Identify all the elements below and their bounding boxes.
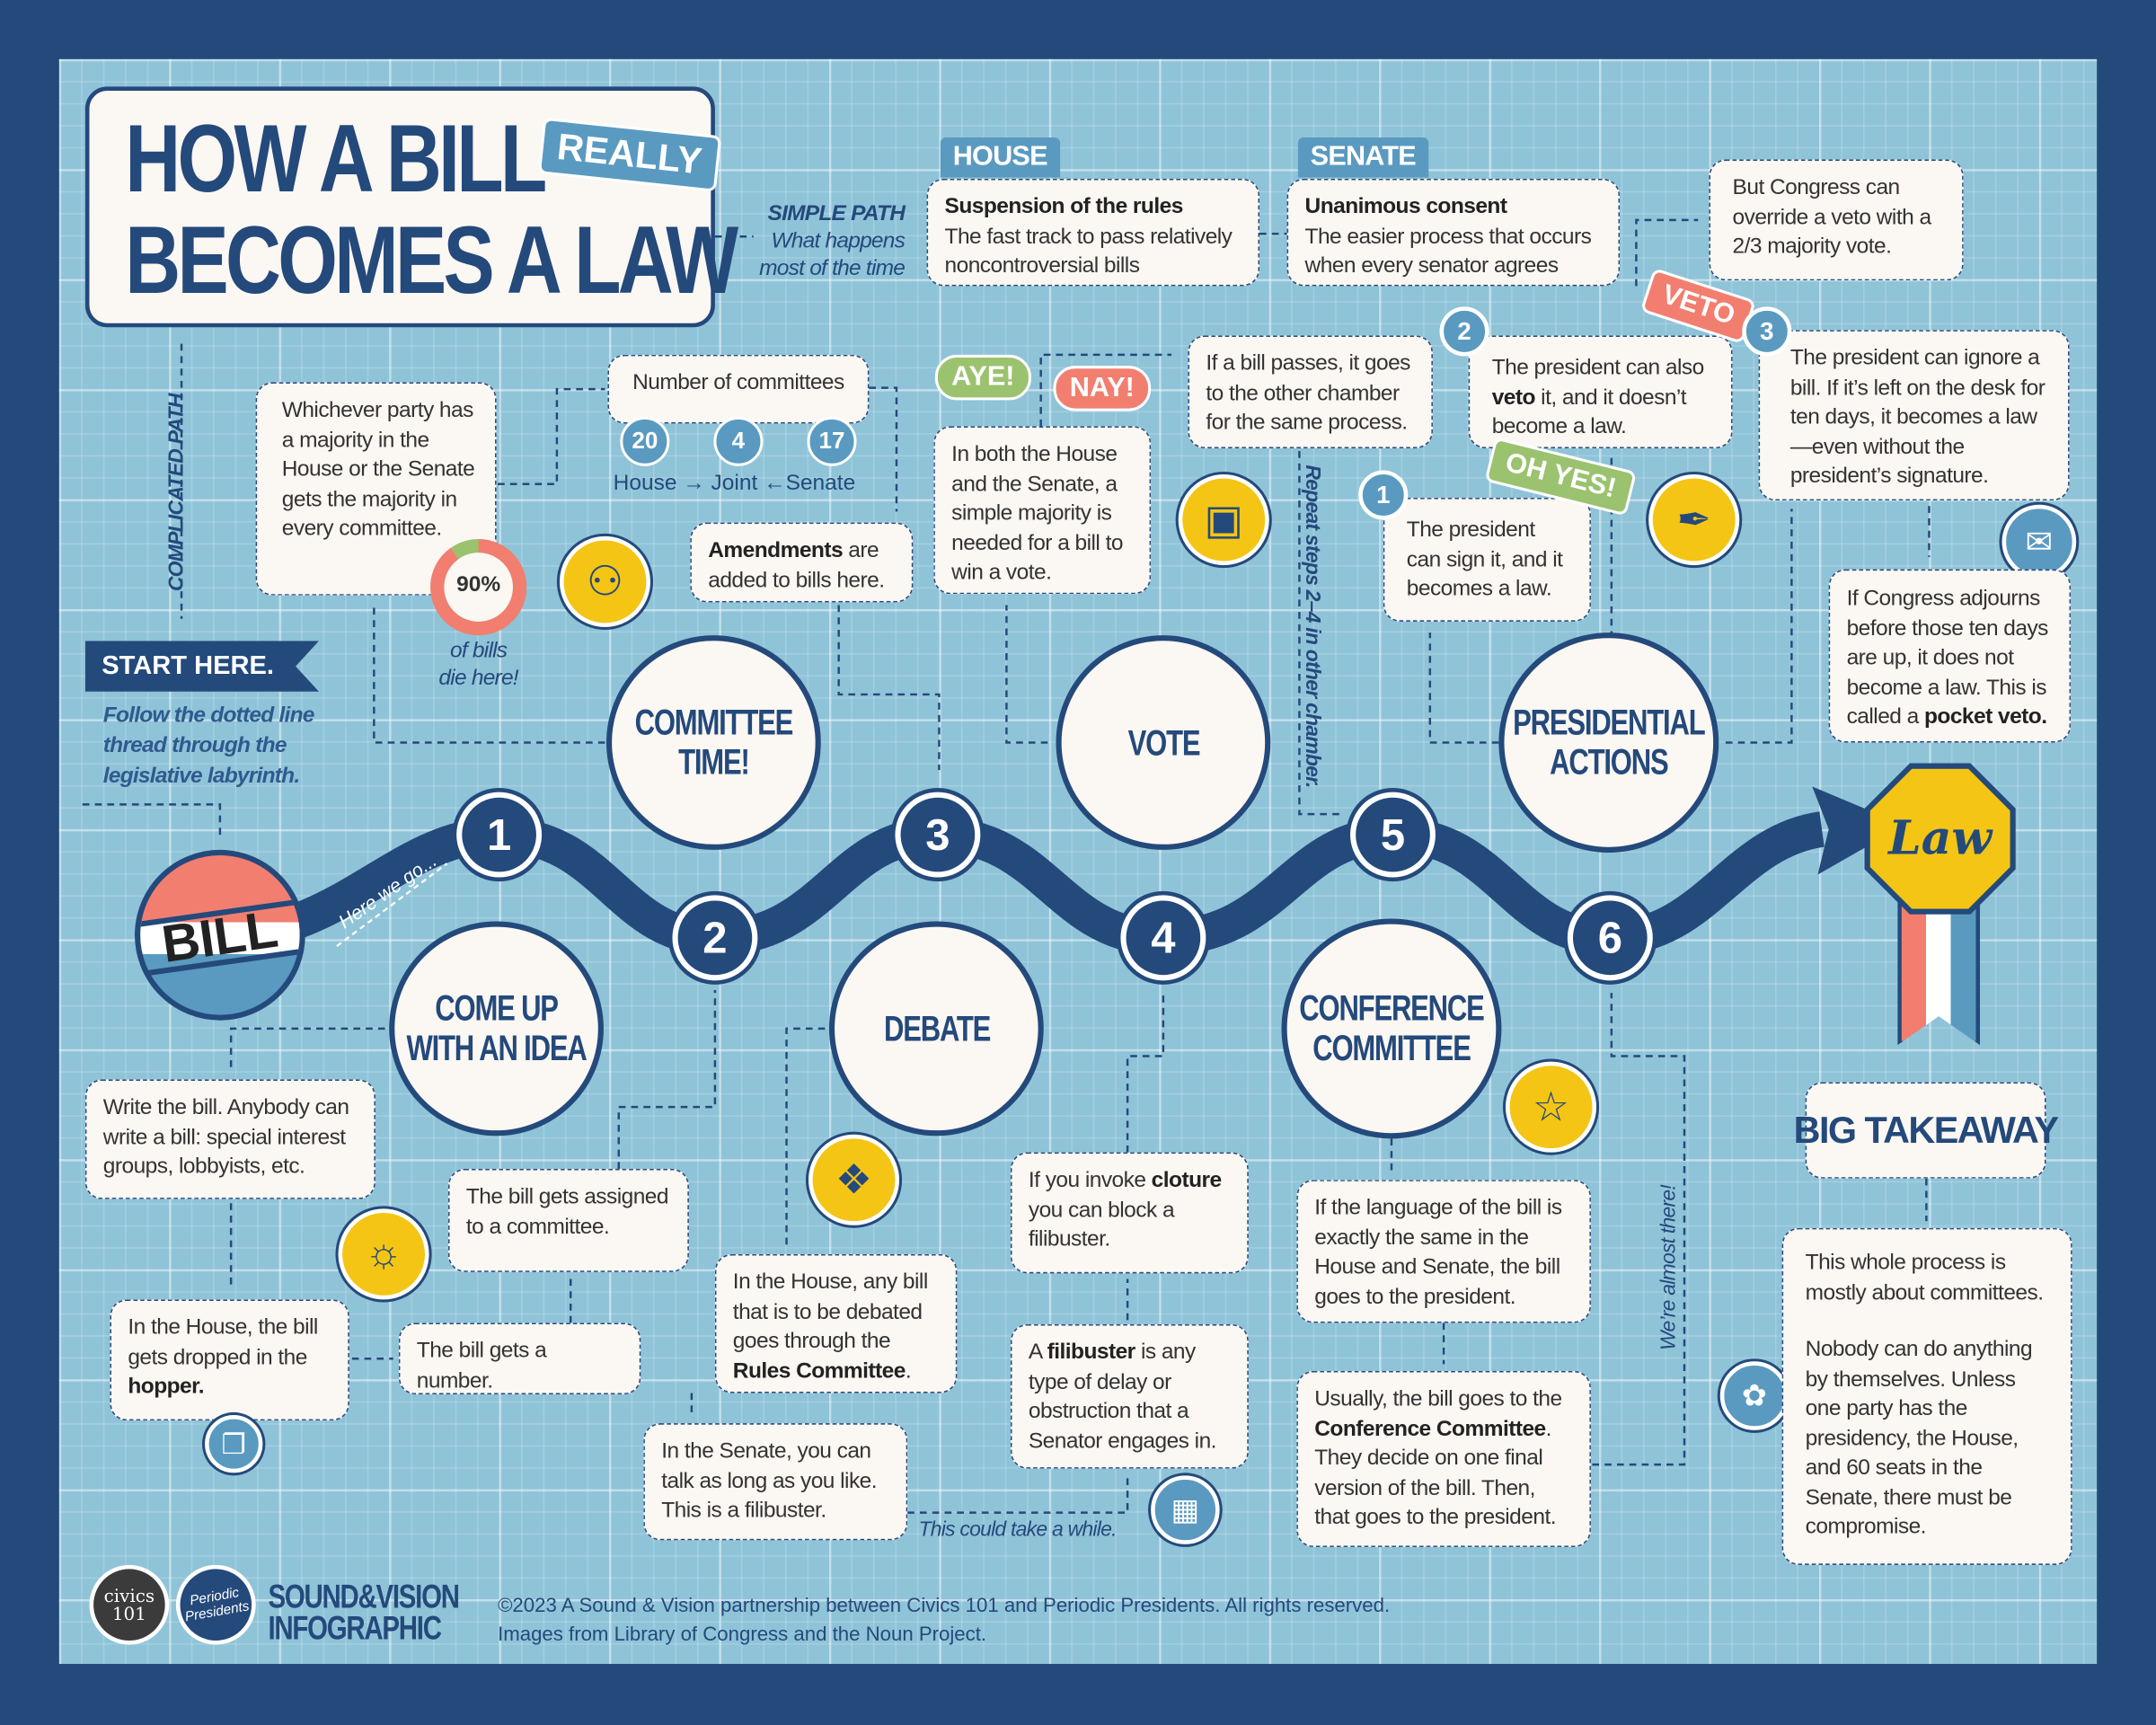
stage-label: DEBATE — [883, 1007, 990, 1049]
takeaway-title: BIG TAKEAWAY — [1793, 1109, 2059, 1151]
start-here-banner: START HERE. — [84, 641, 320, 692]
stage-label: CONFERENCE COMMITTEE — [1299, 986, 1485, 1069]
senate-filibuster-box: In the Senate, you can talk as long as y… — [643, 1423, 908, 1541]
pie-caption: of bills — [449, 639, 508, 663]
step-6: 6 — [1567, 895, 1653, 981]
pie-90-percent — [430, 538, 527, 636]
senate-head: Unanimous consent — [1304, 195, 1507, 219]
mailbox-icon: ✉ — [2001, 504, 2077, 579]
step-3: 3 — [895, 792, 981, 878]
veto-badge: 2 — [1439, 306, 1489, 357]
amendments-box: Amendments are added to bills here. — [690, 522, 914, 603]
takeaway-box: This whole process is mostly about commi… — [1781, 1227, 2072, 1565]
stage-debate: DEBATE — [828, 921, 1044, 1137]
senate-committee-count: 17 — [807, 416, 857, 466]
people-icon: ⚇ — [559, 535, 650, 627]
title-line1: HOW A BILL — [125, 104, 547, 212]
pie-label: 90% — [456, 573, 501, 597]
house-committee-count: 20 — [620, 416, 670, 466]
almost-there-label: We’re almost there! — [1657, 1184, 1681, 1351]
filibuster-box: A filibuster is any type of delay or obs… — [1010, 1323, 1249, 1469]
lightbulb-icon: ☼ — [338, 1208, 429, 1300]
veto-box: The president can also veto it, and it d… — [1468, 335, 1733, 448]
step-4: 4 — [1120, 895, 1206, 981]
cloture-box: If you invoke cloture you can block a fi… — [1010, 1152, 1249, 1274]
repeat-steps-label: Repeat steps 2–4 in other chamber. — [1300, 464, 1324, 788]
barrier-icon: ▦ — [1151, 1475, 1220, 1544]
vote-box: In both the House and the Senate, a simp… — [933, 426, 1152, 595]
rules-box: In the House, any bill that is to be deb… — [714, 1253, 958, 1393]
stage-conference: CONFERENCE COMMITTEE — [1281, 918, 1502, 1139]
simple-path-sub: What happens — [771, 229, 906, 253]
hopper-box: In the House, the bill gets dropped in t… — [110, 1299, 349, 1421]
pie-caption: die here! — [438, 667, 518, 691]
title-line2: BECOMES A LAW — [125, 206, 738, 314]
simple-path-title: SIMPLE PATH — [767, 201, 906, 226]
take-while-label: This could take a while. — [918, 1517, 1117, 1542]
sign-badge: 1 — [1358, 470, 1409, 520]
pen-icon: ✒ — [1648, 474, 1740, 566]
conference-box: Usually, the bill goes to the Conference… — [1296, 1371, 1591, 1547]
aye-bubble: AYE! — [934, 354, 1031, 401]
ballot-box-icon: ▣ — [1178, 474, 1269, 566]
speech-bubble-icon: ❖ — [808, 1134, 900, 1225]
senate-tab: SENATE — [1297, 137, 1428, 178]
law-label: Law — [1869, 768, 2010, 909]
bill-label: BILL — [140, 899, 300, 977]
committees-box: Number of committees — [607, 354, 870, 424]
start-instructions: Follow the dotted line thread through th… — [102, 703, 315, 789]
simple-path-sub: most of the time — [759, 257, 906, 281]
ignore-box: The president can ignore a bill. If it’s… — [1758, 330, 2070, 501]
assigned-box: The bill gets assigned to a committee. — [447, 1169, 689, 1272]
stage-label: VOTE — [1127, 721, 1200, 763]
step-2: 2 — [672, 895, 758, 981]
stage-label: PRESIDENTIAL ACTIONS — [1513, 701, 1706, 783]
credits: Images from Library of Congress and the … — [498, 1623, 987, 1647]
pocket-veto-box: If Congress adjourns before those ten da… — [1828, 569, 2072, 743]
law-badge: Law — [1864, 763, 2016, 915]
step-5: 5 — [1350, 792, 1436, 878]
title-box: HOW A BILL REALLY BECOMES A LAW — [84, 86, 738, 328]
number-box: The bill gets a number. — [398, 1322, 641, 1395]
stage-idea: COME UP WITH AN IDEA — [389, 921, 604, 1137]
stage-presidential: PRESIDENTIAL ACTIONS — [1498, 632, 1719, 853]
house-text: The fast track to pass relatively noncon… — [944, 225, 1233, 279]
handshake-icon: ✿ — [1719, 1361, 1789, 1430]
stage-vote: VOTE — [1056, 635, 1271, 850]
joint-committee-count: 4 — [713, 416, 764, 466]
stage-label: COMMITTEE TIME! — [634, 701, 794, 783]
ignore-badge: 3 — [1742, 306, 1792, 357]
house-head: Suspension of the rules — [944, 195, 1184, 219]
path-arrowhead — [1812, 786, 1904, 875]
house-tab: HOUSE — [940, 137, 1060, 178]
committee-labels: House → Joint ←Senate — [613, 471, 856, 496]
takeaway-p2: Nobody can do anything by themselves. Un… — [1805, 1338, 2033, 1539]
pie-slice — [430, 538, 527, 636]
bill-button: BILL — [134, 849, 305, 1021]
passes-box: If a bill passes, it goes to the other c… — [1188, 335, 1433, 448]
step-1: 1 — [456, 792, 543, 878]
stage-label: COME UP WITH AN IDEA — [406, 986, 588, 1069]
sign-box: The president can sign it, and it become… — [1383, 498, 1591, 622]
nay-bubble: NAY! — [1053, 366, 1152, 411]
write-bill-box: Write the bill. Anybody can write a bill… — [84, 1079, 376, 1199]
package-icon: ❐ — [205, 1414, 263, 1473]
stage-committee: COMMITTEE TIME! — [605, 635, 821, 850]
language-box: If the language of the bill is exactly t… — [1296, 1180, 1591, 1323]
override-box: But Congress can override a veto with a … — [1709, 159, 1964, 281]
takeaway-p1: This whole process is mostly about commi… — [1805, 1251, 2044, 1305]
star-icon: ☆ — [1506, 1061, 1597, 1153]
big-takeaway-title: BIG TAKEAWAY — [1794, 1082, 2059, 1179]
civics-101-logo: civics 101 — [89, 1564, 170, 1645]
complicated-path-label: COMPLICATED PATH — [164, 394, 189, 592]
senate-text: The easier process that occurs when ever… — [1304, 225, 1592, 279]
simple-path-label: SIMPLE PATH What happens most of the tim… — [743, 200, 906, 283]
really-tag: REALLY — [537, 117, 721, 192]
copyright: ©2023 A Sound & Vision partnership betwe… — [498, 1595, 1391, 1617]
footer-text: ©2023 A Sound & Vision partnership betwe… — [498, 1592, 1390, 1650]
